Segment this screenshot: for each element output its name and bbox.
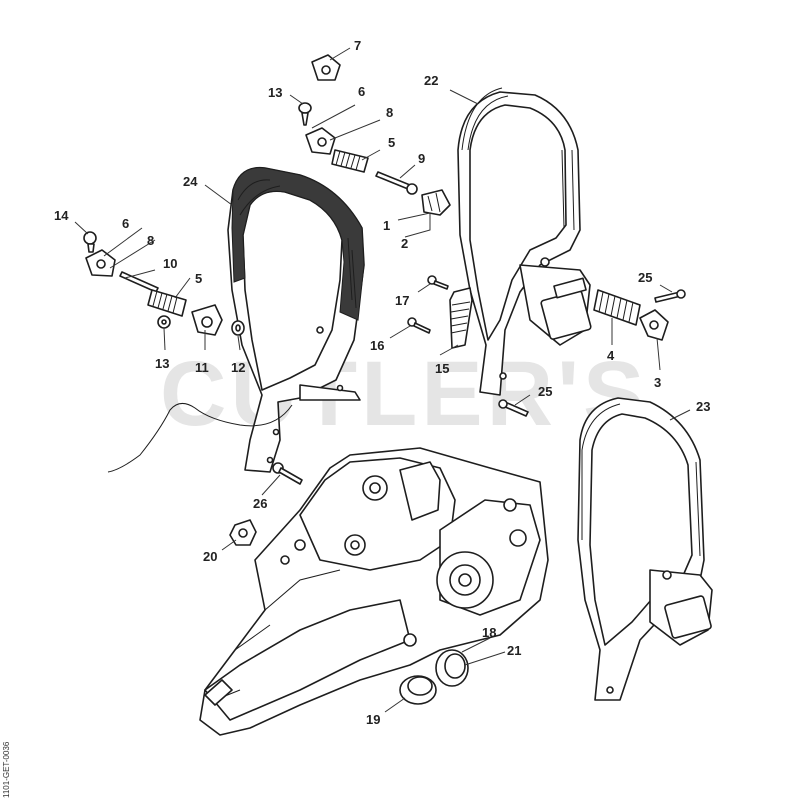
callout-labels: 7 13 6 8 5 9 22 24 1 2 14 6 8 10 5 13 11… (54, 38, 710, 727)
callout-6: 6 (358, 84, 365, 99)
callout-3: 3 (654, 375, 661, 390)
part-5-spring-left (147, 289, 187, 317)
callout-21: 21 (507, 643, 521, 658)
callout-6: 6 (122, 216, 129, 231)
part-25-screw-top (654, 289, 686, 303)
part-15-spring (449, 287, 473, 349)
callout-1: 1 (383, 218, 390, 233)
callout-2: 2 (401, 236, 408, 251)
callout-15: 15 (435, 361, 449, 376)
callout-25: 25 (538, 384, 552, 399)
callout-4: 4 (607, 348, 615, 363)
part-4-spring (593, 289, 641, 326)
part-18-21-cap (435, 649, 469, 687)
callout-19: 19 (366, 712, 380, 727)
part-7-clamp (311, 54, 341, 81)
part-14-screw (83, 231, 97, 253)
callout-17: 17 (395, 293, 409, 308)
callout-8: 8 (386, 105, 393, 120)
callout-9: 9 (418, 151, 425, 166)
callout-16: 16 (370, 338, 384, 353)
part-1-2-buffer (421, 189, 451, 216)
callout-7: 7 (354, 38, 361, 53)
chainsaw-housing (199, 447, 549, 736)
part-3-clamp (639, 309, 669, 341)
callout-8: 8 (147, 233, 154, 248)
part-13-screw (298, 102, 312, 126)
callout-18: 18 (482, 625, 496, 640)
callout-25: 25 (638, 270, 652, 285)
callout-10: 10 (163, 256, 177, 271)
watermark: CUTLER'S (160, 343, 648, 445)
part-16-screw (407, 317, 431, 334)
callout-24: 24 (183, 174, 198, 189)
callout-13: 13 (155, 356, 169, 371)
part-26-screw (272, 462, 303, 485)
callout-5: 5 (388, 135, 395, 150)
part-5-spring-top (331, 149, 369, 173)
part-13-nut (157, 315, 171, 329)
callout-12: 12 (231, 360, 245, 375)
callout-14: 14 (54, 208, 69, 223)
part-6-8-clamp-left (85, 249, 116, 277)
part-9-screw (375, 171, 418, 195)
part-6-8-clamp-top (305, 127, 336, 155)
handlebar-22 (457, 87, 592, 396)
handlebar-24 (227, 166, 365, 473)
part-12-washer (231, 320, 245, 336)
callout-13: 13 (268, 85, 282, 100)
part-10-pin (119, 271, 159, 293)
part-20-nut (229, 519, 257, 546)
handlebar-23 (577, 397, 713, 701)
callout-11: 11 (195, 360, 209, 375)
part-25-screw-middle (498, 399, 529, 417)
part-19-bushing (399, 675, 437, 705)
throttle-cable (107, 403, 293, 473)
leader-lines (74, 47, 691, 713)
callout-26: 26 (253, 496, 267, 511)
callout-20: 20 (203, 549, 217, 564)
callout-22: 22 (424, 73, 438, 88)
part-11-mount (191, 304, 223, 336)
callout-5: 5 (195, 271, 202, 286)
part-17-screw (427, 275, 449, 290)
document-id: 1101-GET-0036 (2, 741, 11, 798)
callout-23: 23 (696, 399, 710, 414)
